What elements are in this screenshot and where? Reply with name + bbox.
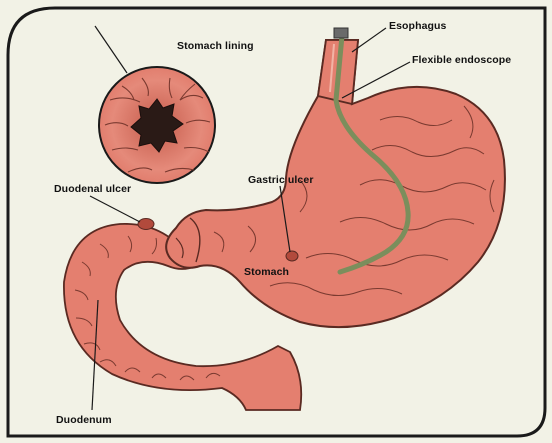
stomach-lining-inset bbox=[99, 67, 215, 183]
label-duodenal-ulcer: Duodenal ulcer bbox=[54, 183, 131, 195]
label-stomach-lining: Stomach lining bbox=[177, 40, 254, 52]
duodenal-ulcer-spot bbox=[138, 219, 154, 230]
label-gastric-ulcer: Gastric ulcer bbox=[248, 174, 314, 186]
label-flexible-endoscope: Flexible endoscope bbox=[412, 54, 511, 66]
lining-pointer-line bbox=[95, 26, 127, 73]
label-esophagus: Esophagus bbox=[389, 20, 447, 32]
duodenal-ulcer-leader bbox=[90, 196, 140, 222]
label-stomach: Stomach bbox=[244, 266, 289, 278]
endoscope-tip bbox=[334, 28, 348, 38]
label-duodenum: Duodenum bbox=[56, 414, 112, 426]
gastric-ulcer-spot bbox=[286, 251, 298, 261]
